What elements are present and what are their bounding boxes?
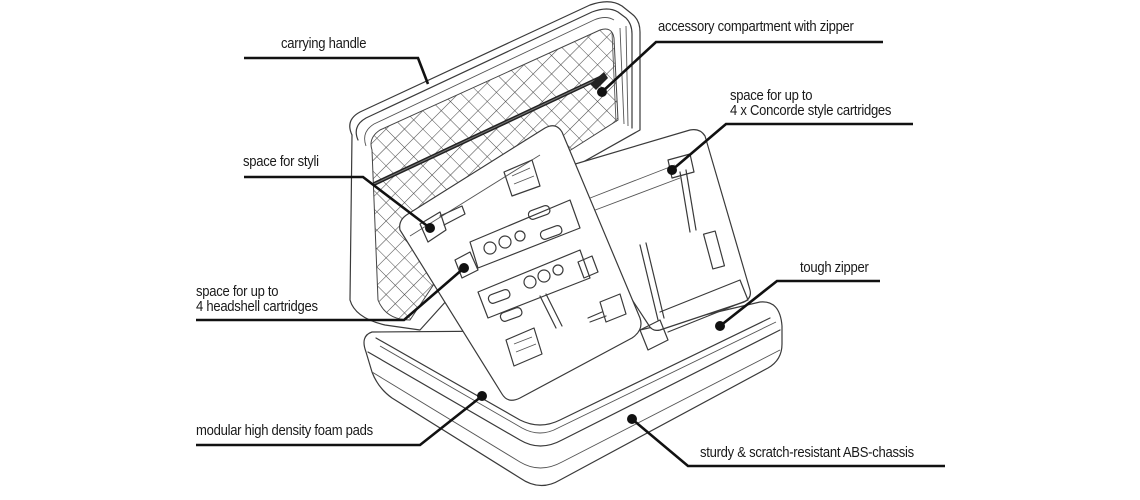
leader-dot-accessory (597, 87, 607, 97)
leader-lines (196, 40, 945, 468)
leader-tough-zipper (719, 279, 880, 328)
leader-dot-headshell (459, 263, 469, 273)
headshell-foam-pad (399, 125, 642, 401)
leader-foam-pads (196, 394, 483, 447)
leader-styli (244, 175, 431, 230)
leader-abs-chassis (631, 418, 945, 468)
label-styli-space: space for styli (243, 154, 319, 170)
leader-carrying-handle (244, 56, 430, 85)
leader-headshell (196, 267, 465, 322)
label-accessory-compartment: accessory compartment with zipper (658, 19, 854, 35)
accessory-zipper (373, 72, 608, 186)
case-base (363, 301, 783, 487)
label-abs-chassis: sturdy & scratch-resistant ABS-chassis (700, 445, 914, 461)
leader-dot-styli (425, 223, 435, 233)
leader-dot-concorde (667, 165, 677, 175)
label-tough-zipper: tough zipper (800, 260, 869, 276)
leader-accessory-compartment (601, 40, 883, 93)
label-concorde-space: space for up to 4 x Concorde style cartr… (730, 88, 892, 119)
leader-concorde (671, 122, 913, 171)
label-foam-pads: modular high density foam pads (196, 423, 373, 439)
concorde-cartridge-tray (554, 129, 751, 351)
leader-dot-foam (477, 391, 487, 401)
label-carrying-handle: carrying handle (281, 36, 367, 52)
leader-dot-zipper (715, 321, 725, 331)
label-headshell-space: space for up to 4 headshell cartridges (196, 284, 318, 315)
leader-dot-chassis (627, 414, 637, 424)
